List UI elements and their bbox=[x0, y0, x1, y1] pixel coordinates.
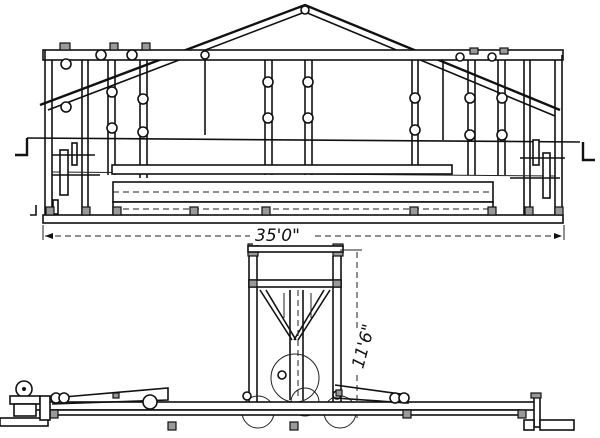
left-crank-mechanism bbox=[15, 138, 100, 216]
right-conveyor bbox=[334, 384, 410, 404]
right-crank-mechanism bbox=[510, 139, 595, 199]
left-conveyor bbox=[50, 387, 169, 410]
pulley-hangers bbox=[60, 49, 508, 178]
press-blocks bbox=[112, 181, 494, 217]
left-drum-assembly bbox=[0, 380, 51, 427]
length-dimension-line bbox=[42, 225, 565, 240]
end-elevation-view bbox=[0, 243, 575, 431]
right-end-post bbox=[523, 392, 575, 431]
side-elevation-view bbox=[15, 3, 595, 240]
overall-length-label: 35'0" bbox=[253, 226, 302, 246]
